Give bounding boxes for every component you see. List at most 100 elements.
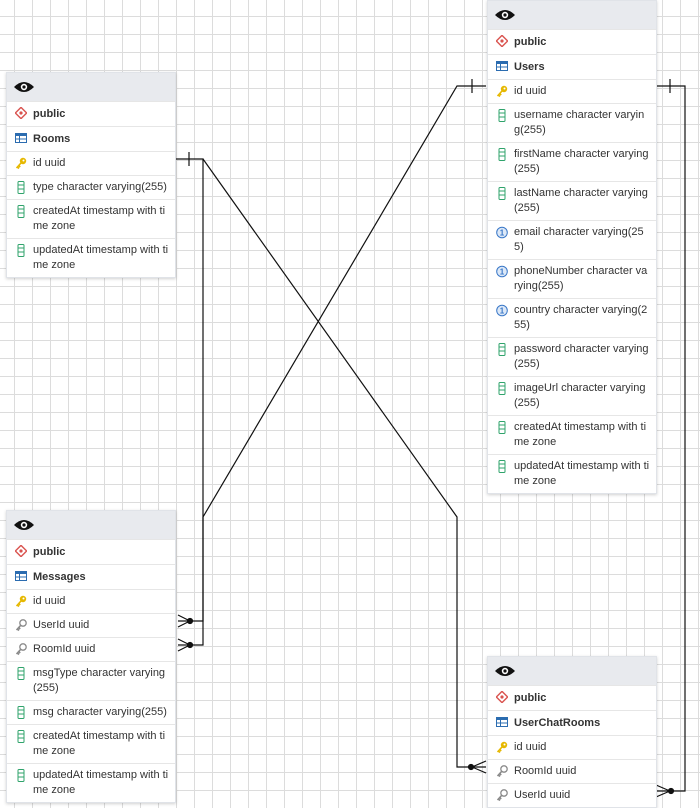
table-icon: [15, 570, 27, 583]
column-row[interactable]: UserId uuid: [7, 613, 175, 637]
table-header-bar: [488, 1, 656, 29]
column-icon: [15, 769, 27, 782]
schema-name: public: [33, 546, 66, 558]
column-row[interactable]: 1 email character varying(255): [488, 220, 656, 259]
column-row[interactable]: type character varying(255): [7, 175, 175, 199]
schema-name: public: [514, 36, 547, 48]
schema-label: public: [488, 29, 656, 54]
table-users[interactable]: public Users id uuid username character …: [487, 0, 657, 494]
primary-key-icon: [496, 741, 508, 754]
eye-icon[interactable]: [13, 517, 35, 533]
table-title: Users: [488, 54, 656, 79]
schema-icon: [496, 691, 508, 704]
column-name: updatedAt timestamp with time zone: [514, 460, 650, 487]
foreign-key-icon: [496, 765, 508, 778]
unique-column-icon: 1: [496, 265, 508, 278]
table-userchatrooms[interactable]: public UserChatRooms id uuid RoomId uuid…: [487, 656, 657, 808]
column-row[interactable]: id uuid: [488, 79, 656, 103]
unique-column-icon: 1: [496, 226, 508, 239]
svg-text:1: 1: [500, 268, 505, 277]
relationship-users-userchatrooms[interactable]: [655, 79, 686, 798]
unique-column-icon: 1: [496, 304, 508, 317]
table-name: UserChatRooms: [514, 717, 601, 729]
column-row[interactable]: msg character varying(255): [7, 700, 175, 724]
column-icon: [496, 109, 508, 122]
column-row[interactable]: createdAt timestamp with time zone: [488, 415, 656, 454]
column-row[interactable]: msgType character varying (255): [7, 661, 175, 700]
column-icon: [15, 706, 27, 719]
column-row[interactable]: updatedAt timestamp with time zone: [7, 763, 175, 802]
table-title: UserChatRooms: [488, 710, 656, 735]
schema-name: public: [514, 692, 547, 704]
column-name: country character varying(255): [514, 304, 648, 331]
column-name: id uuid: [514, 85, 547, 97]
column-row[interactable]: createdAt timestamp with time zone: [7, 199, 175, 238]
column-name: imageUrl character varying (255): [514, 382, 646, 409]
relationship-rooms-messages[interactable]: [176, 152, 204, 652]
table-header-bar: [7, 73, 175, 101]
column-name: email character varying(255): [514, 226, 644, 253]
relationship-users-messages[interactable]: [177, 79, 486, 628]
column-name: msg character varying(255): [33, 706, 167, 718]
column-row[interactable]: username character varying(255): [488, 103, 656, 142]
table-icon: [496, 60, 508, 73]
column-icon: [496, 460, 508, 473]
table-icon: [496, 716, 508, 729]
eye-icon[interactable]: [13, 79, 35, 95]
column-icon: [496, 187, 508, 200]
table-header-bar: [7, 511, 175, 539]
column-icon: [15, 181, 27, 194]
column-name: updatedAt timestamp with time zone: [33, 244, 169, 271]
eye-icon[interactable]: [494, 663, 516, 679]
schema-label: public: [7, 539, 175, 564]
primary-key-icon: [496, 85, 508, 98]
column-row[interactable]: updatedAt timestamp with time zone: [7, 238, 175, 277]
column-row[interactable]: 1 country character varying(255): [488, 298, 656, 337]
column-row[interactable]: lastName character varying (255): [488, 181, 656, 220]
column-row[interactable]: createdAt timestamp with time zone: [7, 724, 175, 763]
column-name: UserId uuid: [33, 619, 90, 631]
column-row[interactable]: password character varying (255): [488, 337, 656, 376]
column-icon: [496, 421, 508, 434]
relationship-rooms-userchatrooms[interactable]: [202, 158, 487, 774]
column-row[interactable]: id uuid: [7, 589, 175, 613]
schema-icon: [15, 545, 27, 558]
column-name: RoomId uuid: [33, 643, 96, 655]
column-row[interactable]: firstName character varying(255): [488, 142, 656, 181]
schema-label: public: [7, 101, 175, 126]
column-name: id uuid: [514, 741, 547, 753]
svg-text:1: 1: [500, 229, 505, 238]
column-name: id uuid: [33, 595, 66, 607]
eye-icon[interactable]: [494, 7, 516, 23]
table-messages[interactable]: public Messages id uuid UserId uuid Room…: [6, 510, 176, 803]
table-name: Rooms: [33, 133, 71, 145]
column-row[interactable]: id uuid: [7, 151, 175, 175]
column-row[interactable]: UserId uuid: [488, 783, 656, 807]
table-name: Messages: [33, 571, 86, 583]
column-name: UserId uuid: [514, 789, 571, 801]
column-name: id uuid: [33, 157, 66, 169]
column-name: msgType character varying (255): [33, 667, 166, 694]
foreign-key-icon: [15, 619, 27, 632]
primary-key-icon: [15, 157, 27, 170]
column-icon: [496, 148, 508, 161]
column-name: createdAt timestamp with time zone: [514, 421, 647, 448]
table-title: Messages: [7, 564, 175, 589]
schema-name: public: [33, 108, 66, 120]
column-name: type character varying(255): [33, 181, 167, 193]
column-row[interactable]: RoomId uuid: [7, 637, 175, 661]
table-rooms[interactable]: public Rooms id uuid type character vary…: [6, 72, 176, 278]
column-row[interactable]: imageUrl character varying (255): [488, 376, 656, 415]
column-icon: [496, 343, 508, 356]
foreign-key-icon: [496, 789, 508, 802]
column-name: lastName character varying (255): [514, 187, 648, 214]
column-row[interactable]: updatedAt timestamp with time zone: [488, 454, 656, 493]
column-name: username character varying(255): [514, 109, 645, 136]
column-icon: [15, 244, 27, 257]
schema-label: public: [488, 685, 656, 710]
column-row[interactable]: RoomId uuid: [488, 759, 656, 783]
column-name: updatedAt timestamp with time zone: [33, 769, 169, 796]
column-row[interactable]: id uuid: [488, 735, 656, 759]
svg-text:1: 1: [500, 307, 505, 316]
